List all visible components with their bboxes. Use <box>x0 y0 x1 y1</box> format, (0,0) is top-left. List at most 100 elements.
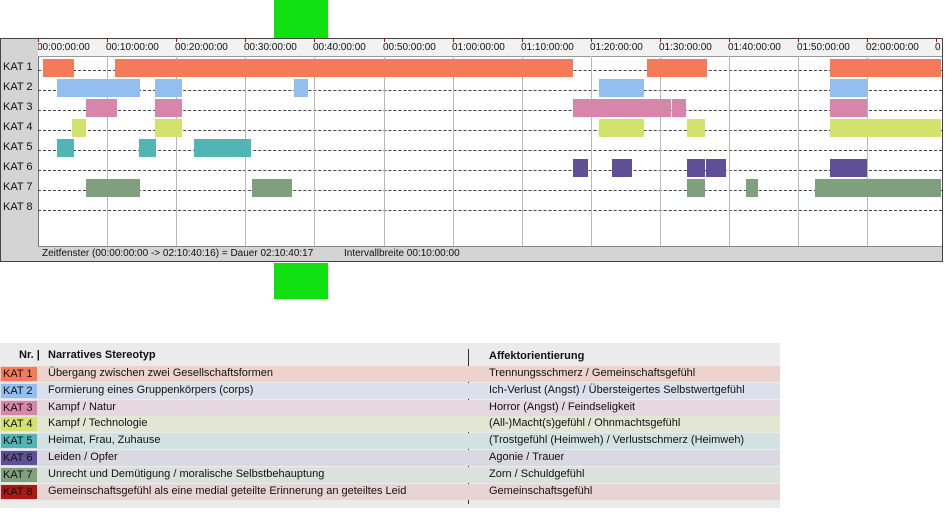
category-code-badge: KAT 5 <box>1 434 37 449</box>
tick-mark <box>660 39 661 42</box>
affect-text: Zorn / Schuldgefühl <box>489 467 585 480</box>
segment-kat-3[interactable] <box>86 99 117 117</box>
tick-label: 00:30:00:00 <box>244 42 297 53</box>
tick-mark <box>798 39 799 42</box>
row-guide-line <box>38 90 942 91</box>
tick-label: 01:30:00:00 <box>659 42 712 53</box>
segment-kat-5[interactable] <box>139 139 156 157</box>
legend-header-nr: Nr. | <box>19 349 40 361</box>
segment-kat-1[interactable] <box>43 59 74 77</box>
tick-label: 00:50:00:00 <box>383 42 436 53</box>
tick-mark <box>245 39 246 42</box>
segment-kat-5[interactable] <box>57 139 74 157</box>
time-window-marker-top[interactable] <box>274 0 328 38</box>
segment-kat-2[interactable] <box>57 79 140 97</box>
row-label-1: KAT 1 <box>3 61 33 73</box>
tick-label: 00:00:00:00 <box>38 42 90 53</box>
category-code-badge: KAT 8 <box>1 484 37 499</box>
segment-kat-6[interactable] <box>573 159 588 177</box>
row-guide-line <box>38 130 942 131</box>
segment-kat-3[interactable] <box>155 99 182 117</box>
stereotype-text: Heimat, Frau, Zuhause <box>48 434 161 447</box>
segment-kat-7[interactable] <box>687 179 705 197</box>
category-code-badge: KAT 3 <box>1 400 37 415</box>
time-gridline <box>453 56 454 247</box>
segment-kat-6[interactable] <box>687 159 705 177</box>
segment-kat-2[interactable] <box>155 79 182 97</box>
tick-label: 00:40:00:00 <box>313 42 366 53</box>
row-label-3: KAT 3 <box>3 101 33 113</box>
time-window-marker-bottom[interactable] <box>274 263 328 299</box>
tick-label: 02:00:00:00 <box>866 42 919 53</box>
segment-kat-2[interactable] <box>294 79 308 97</box>
time-gridline <box>591 56 592 247</box>
tick-mark <box>522 39 523 42</box>
segment-kat-4[interactable] <box>155 119 182 137</box>
tick-label: 0 <box>935 42 941 53</box>
tick-mark <box>591 39 592 42</box>
segment-kat-4[interactable] <box>830 119 941 137</box>
affect-text: Gemeinschaftsgefühl <box>489 484 593 497</box>
time-gridline <box>522 56 523 247</box>
tick-mark <box>384 39 385 42</box>
segment-kat-3[interactable] <box>573 99 671 117</box>
row-label-6: KAT 6 <box>3 161 33 173</box>
segment-kat-1[interactable] <box>306 59 573 77</box>
segment-kat-6[interactable] <box>706 159 726 177</box>
segment-kat-2[interactable] <box>830 79 867 97</box>
segment-kat-7[interactable] <box>746 179 758 197</box>
tick-label: 01:00:00:00 <box>452 42 505 53</box>
time-gridline <box>660 56 661 247</box>
segment-kat-6[interactable] <box>612 159 632 177</box>
stereotype-text: Formierung eines Gruppenkörpers (corps) <box>48 383 254 396</box>
segment-kat-3[interactable] <box>830 99 867 117</box>
segment-kat-7[interactable] <box>252 179 292 197</box>
tick-mark <box>867 39 868 42</box>
status-bar: Zeitfenster (00:00:00:00 -> 02:10:40:16)… <box>38 246 942 261</box>
row-label-2: KAT 2 <box>3 81 33 93</box>
segment-kat-4[interactable] <box>72 119 86 137</box>
row-label-7: KAT 7 <box>3 181 33 193</box>
segment-kat-4[interactable] <box>687 119 705 137</box>
segment-kat-7[interactable] <box>86 179 140 197</box>
segment-kat-5[interactable] <box>194 139 251 157</box>
segment-kat-1[interactable] <box>115 59 306 77</box>
tick-label: 01:20:00:00 <box>590 42 643 53</box>
track-area[interactable] <box>38 56 942 247</box>
row-guide-line <box>38 210 942 211</box>
status-time-window: Zeitfenster (00:00:00:00 -> 02:10:40:16)… <box>42 248 314 259</box>
category-code-badge: KAT 1 <box>1 367 37 381</box>
time-gridline <box>798 56 799 247</box>
time-gridline <box>314 56 315 247</box>
segment-kat-1[interactable] <box>647 59 707 77</box>
affect-text: Trennungsschmerz / Gemeinschaftsgefühl <box>489 367 696 379</box>
affect-text: (All-)Macht(s)gefühl / Ohnmachtsgefühl <box>489 417 681 430</box>
segment-kat-3[interactable] <box>672 99 686 117</box>
row-label-8: KAT 8 <box>3 201 33 213</box>
category-code-badge: KAT 6 <box>1 451 37 465</box>
status-interval-width: Intervallbreite 00:10:00:00 <box>344 248 460 259</box>
stereotype-text: Leiden / Opfer <box>48 451 118 463</box>
time-gridline <box>384 56 385 247</box>
affect-text: Ich-Verlust (Angst) / Übersteigertes Sel… <box>489 383 745 396</box>
segment-kat-7[interactable] <box>815 179 941 197</box>
legend-header-stereotype: Narratives Stereotyp <box>48 349 156 361</box>
segment-kat-1[interactable] <box>830 59 941 77</box>
segment-kat-4[interactable] <box>599 119 644 137</box>
row-guide-line <box>38 190 942 191</box>
row-guide-line <box>38 170 942 171</box>
segment-kat-6[interactable] <box>830 159 867 177</box>
affect-text: Horror (Angst) / Feindseligkeit <box>489 400 636 413</box>
time-gridline <box>107 56 108 247</box>
row-guide-line <box>38 150 942 151</box>
time-gridline <box>729 56 730 247</box>
stereotype-text: Unrecht und Demütigung / moralische Selb… <box>48 467 325 480</box>
segment-kat-2[interactable] <box>599 79 644 97</box>
